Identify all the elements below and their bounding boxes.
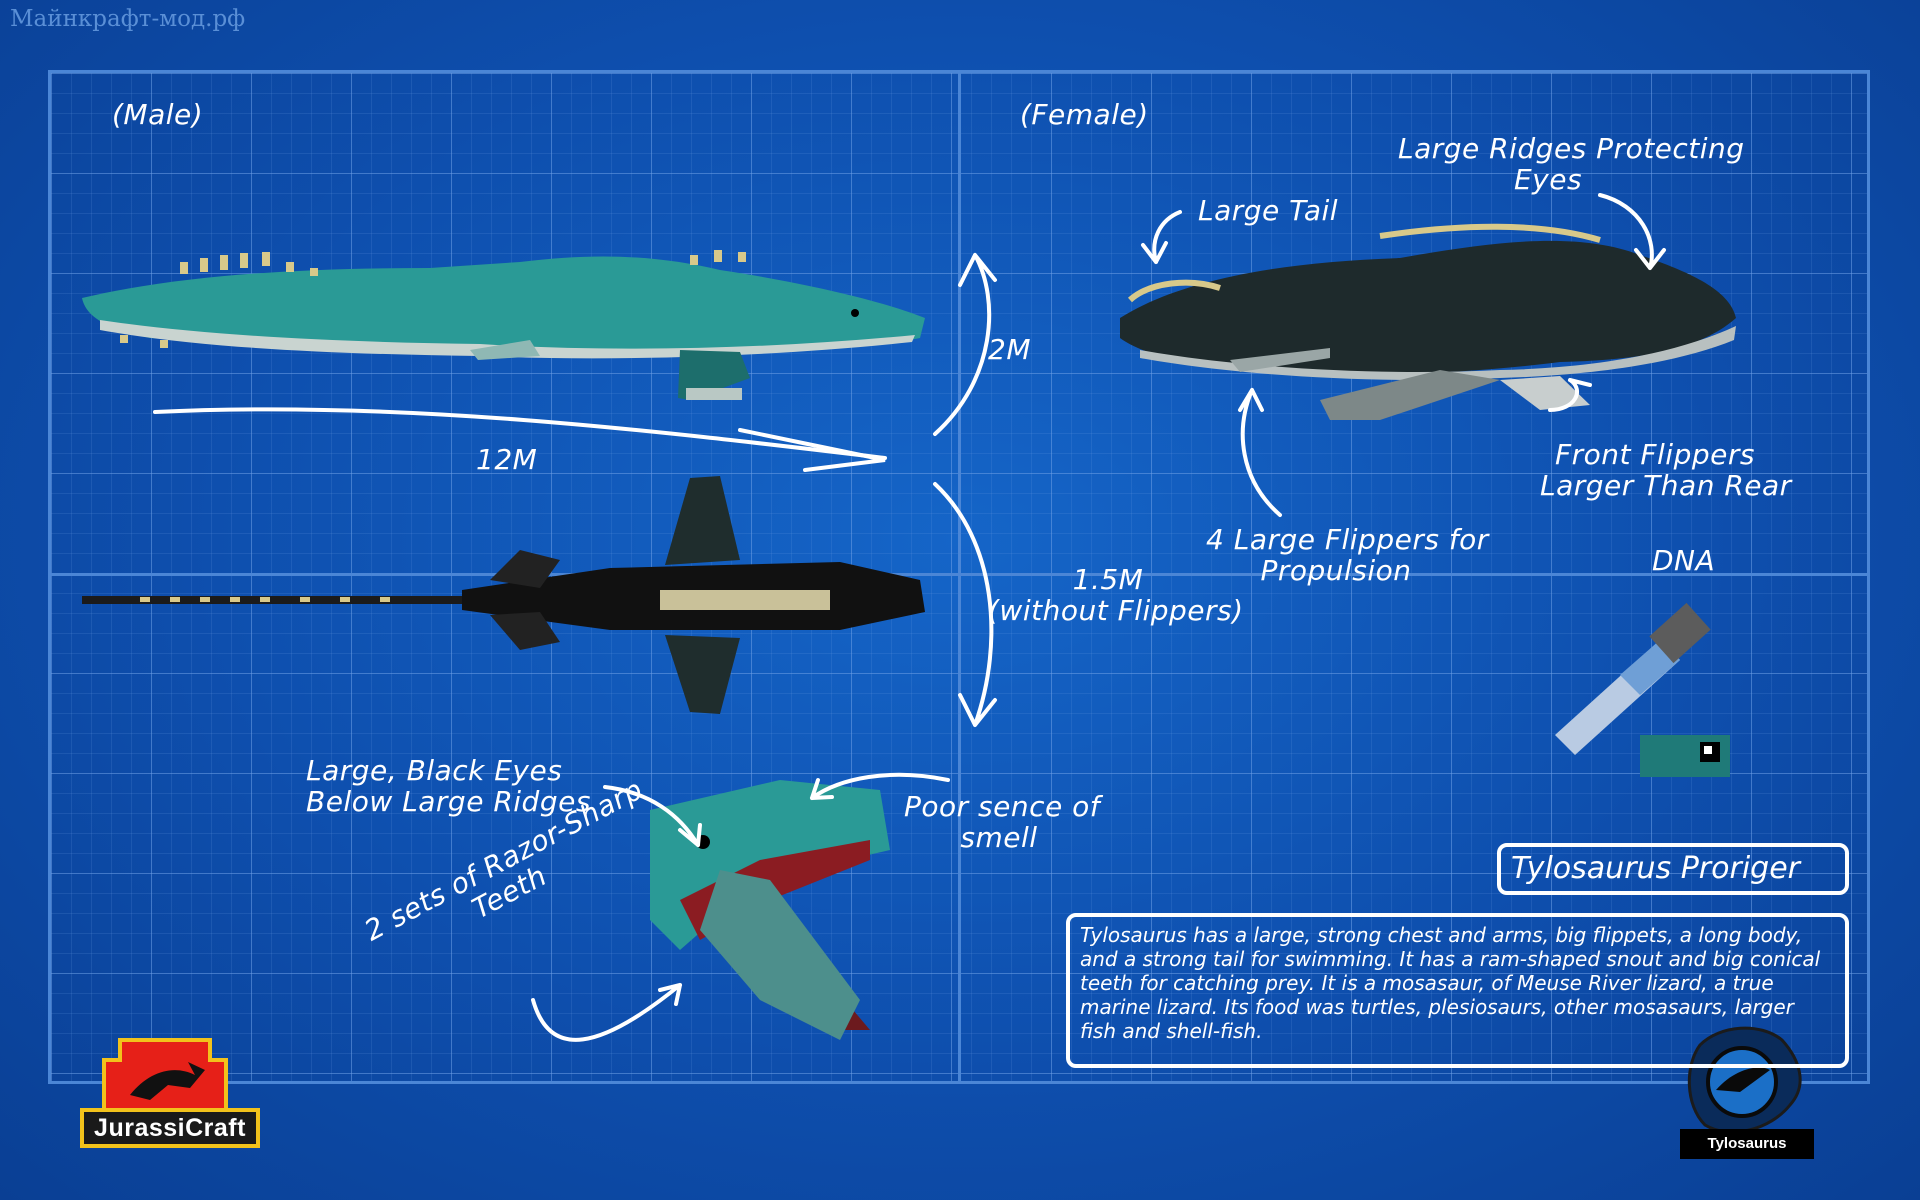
label-smell: Poor sence of smell — [904, 790, 1101, 854]
label-four-flippers-line1: 4 Large Flippers for — [1206, 523, 1489, 556]
label-front-flippers: Front Flippers Larger Than Rear — [1540, 438, 1792, 502]
label-four-flippers-line2: Propulsion — [1260, 553, 1412, 587]
label-large-tail: Large Tail — [1198, 194, 1339, 227]
jurassicraft-logo: JurassiCraft — [78, 1038, 264, 1168]
label-ridges-line1: Large Ridges Protecting — [1398, 132, 1745, 165]
label-width: 1.5M (without Flippers) — [988, 563, 1244, 627]
female-side-view — [1120, 223, 1736, 420]
label-front-flippers-line2: Larger Than Rear — [1540, 468, 1792, 502]
annotation-arrows — [153, 193, 1666, 1042]
tylosaurus-emblem-text: Tylosaurus — [1680, 1129, 1814, 1159]
label-width-line1: 1.5M — [1072, 563, 1144, 596]
species-name-box: Tylosaurus Proriger — [1497, 843, 1849, 895]
jurassicraft-logo-text: JurassiCraft — [80, 1108, 260, 1148]
grid-divider-vertical — [958, 70, 961, 1084]
label-black-eyes-line2: Below Large Ridges — [306, 784, 591, 818]
label-male: (Male) — [112, 98, 204, 131]
label-four-flippers: 4 Large Flippers for Propulsion — [1206, 523, 1489, 587]
label-ridges-line2: Eyes — [1513, 162, 1583, 196]
label-female: (Female) — [1020, 98, 1149, 131]
label-front-flippers-line1: Front Flippers — [1555, 438, 1755, 471]
dna-syringe-icon — [1555, 602, 1730, 777]
male-side-view — [82, 250, 925, 400]
label-smell-line1: Poor sence of — [904, 790, 1101, 823]
label-dna: DNA — [1652, 544, 1716, 577]
label-width-line2: (without Flippers) — [988, 593, 1244, 627]
label-height: 2M — [988, 333, 1031, 366]
description-box: Tylosaurus has a large, strong chest and… — [1066, 913, 1849, 1068]
label-black-eyes-line1: Large, Black Eyes — [306, 754, 563, 787]
male-top-view — [82, 476, 925, 714]
tylosaurus-emblem: Tylosaurus — [1678, 1025, 1818, 1185]
label-smell-line2: smell — [960, 820, 1038, 854]
label-length: 12M — [476, 443, 538, 476]
label-ridges: Large Ridges Protecting Eyes — [1398, 132, 1745, 196]
label-black-eyes: Large, Black Eyes Below Large Ridges — [306, 754, 591, 818]
grid-divider-horizontal — [48, 573, 1870, 576]
male-head-view — [650, 780, 890, 1040]
site-watermark: Майнкрафт-мод.рф — [10, 6, 246, 32]
